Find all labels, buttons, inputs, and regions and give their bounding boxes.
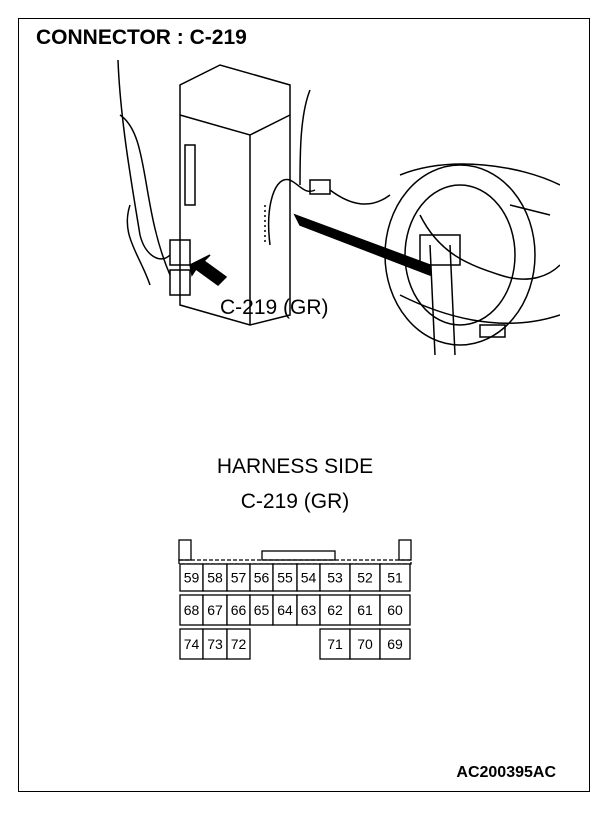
pin-number: 56 bbox=[254, 570, 270, 586]
pin-number: 72 bbox=[231, 636, 247, 652]
pin-cell bbox=[202, 563, 228, 592]
pin-number: 58 bbox=[207, 570, 223, 586]
pin-number: 53 bbox=[327, 570, 343, 586]
diagram-frame bbox=[18, 18, 590, 792]
pin-number: 70 bbox=[357, 636, 373, 652]
pin-number: 65 bbox=[254, 602, 270, 618]
pin-number: 66 bbox=[231, 602, 247, 618]
pin-number: 63 bbox=[301, 602, 317, 618]
vehicle-location-illustration bbox=[117, 59, 560, 356]
arrow-icon bbox=[189, 254, 228, 286]
pin-number: 64 bbox=[277, 602, 293, 618]
pin-cell bbox=[379, 594, 411, 626]
pin-number: 73 bbox=[207, 636, 223, 652]
pin-cell bbox=[319, 628, 351, 660]
pin-number: 68 bbox=[184, 602, 200, 618]
harness-side-label: HARNESS SIDE bbox=[216, 455, 374, 478]
pin-cell bbox=[349, 594, 381, 626]
pin-cell bbox=[379, 563, 411, 592]
pin-number: 67 bbox=[207, 602, 223, 618]
pin-cell bbox=[202, 628, 228, 660]
pin-number: 57 bbox=[231, 570, 247, 586]
pin-cell bbox=[202, 594, 228, 626]
pin-cell bbox=[272, 563, 298, 592]
pin-cell bbox=[272, 594, 298, 626]
harness-side-connector-label: C-219 (GR) bbox=[240, 490, 350, 513]
pin-number: 60 bbox=[387, 602, 403, 618]
pin-cell bbox=[349, 628, 381, 660]
pin-number: 59 bbox=[184, 570, 200, 586]
pin-number: 62 bbox=[327, 602, 343, 618]
connector-pinout: 59 58 57 56 55 54 53 52 51 68 67 66 65 64 63 62 61 60 74 73… bbox=[178, 539, 412, 660]
left-latch bbox=[178, 539, 192, 561]
pin-number: 71 bbox=[327, 636, 343, 652]
pin-cell bbox=[226, 628, 251, 660]
pin-number: 69 bbox=[387, 636, 403, 652]
page-title: CONNECTOR : C-219 bbox=[36, 26, 247, 49]
pin-cell bbox=[379, 628, 411, 660]
pin-number: 74 bbox=[184, 636, 200, 652]
right-latch bbox=[398, 539, 412, 561]
pin-number: 61 bbox=[357, 602, 373, 618]
pin-cell bbox=[349, 563, 381, 592]
center-key bbox=[261, 550, 336, 561]
pin-cell bbox=[319, 594, 351, 626]
connector-callout-label: C-219 (GR) bbox=[220, 296, 329, 319]
pin-number: 52 bbox=[357, 570, 373, 586]
pin-number: 54 bbox=[301, 570, 317, 586]
figure-code: AC200395AC bbox=[456, 764, 556, 781]
pin-number: 51 bbox=[387, 570, 403, 586]
pin-number: 55 bbox=[277, 570, 293, 586]
